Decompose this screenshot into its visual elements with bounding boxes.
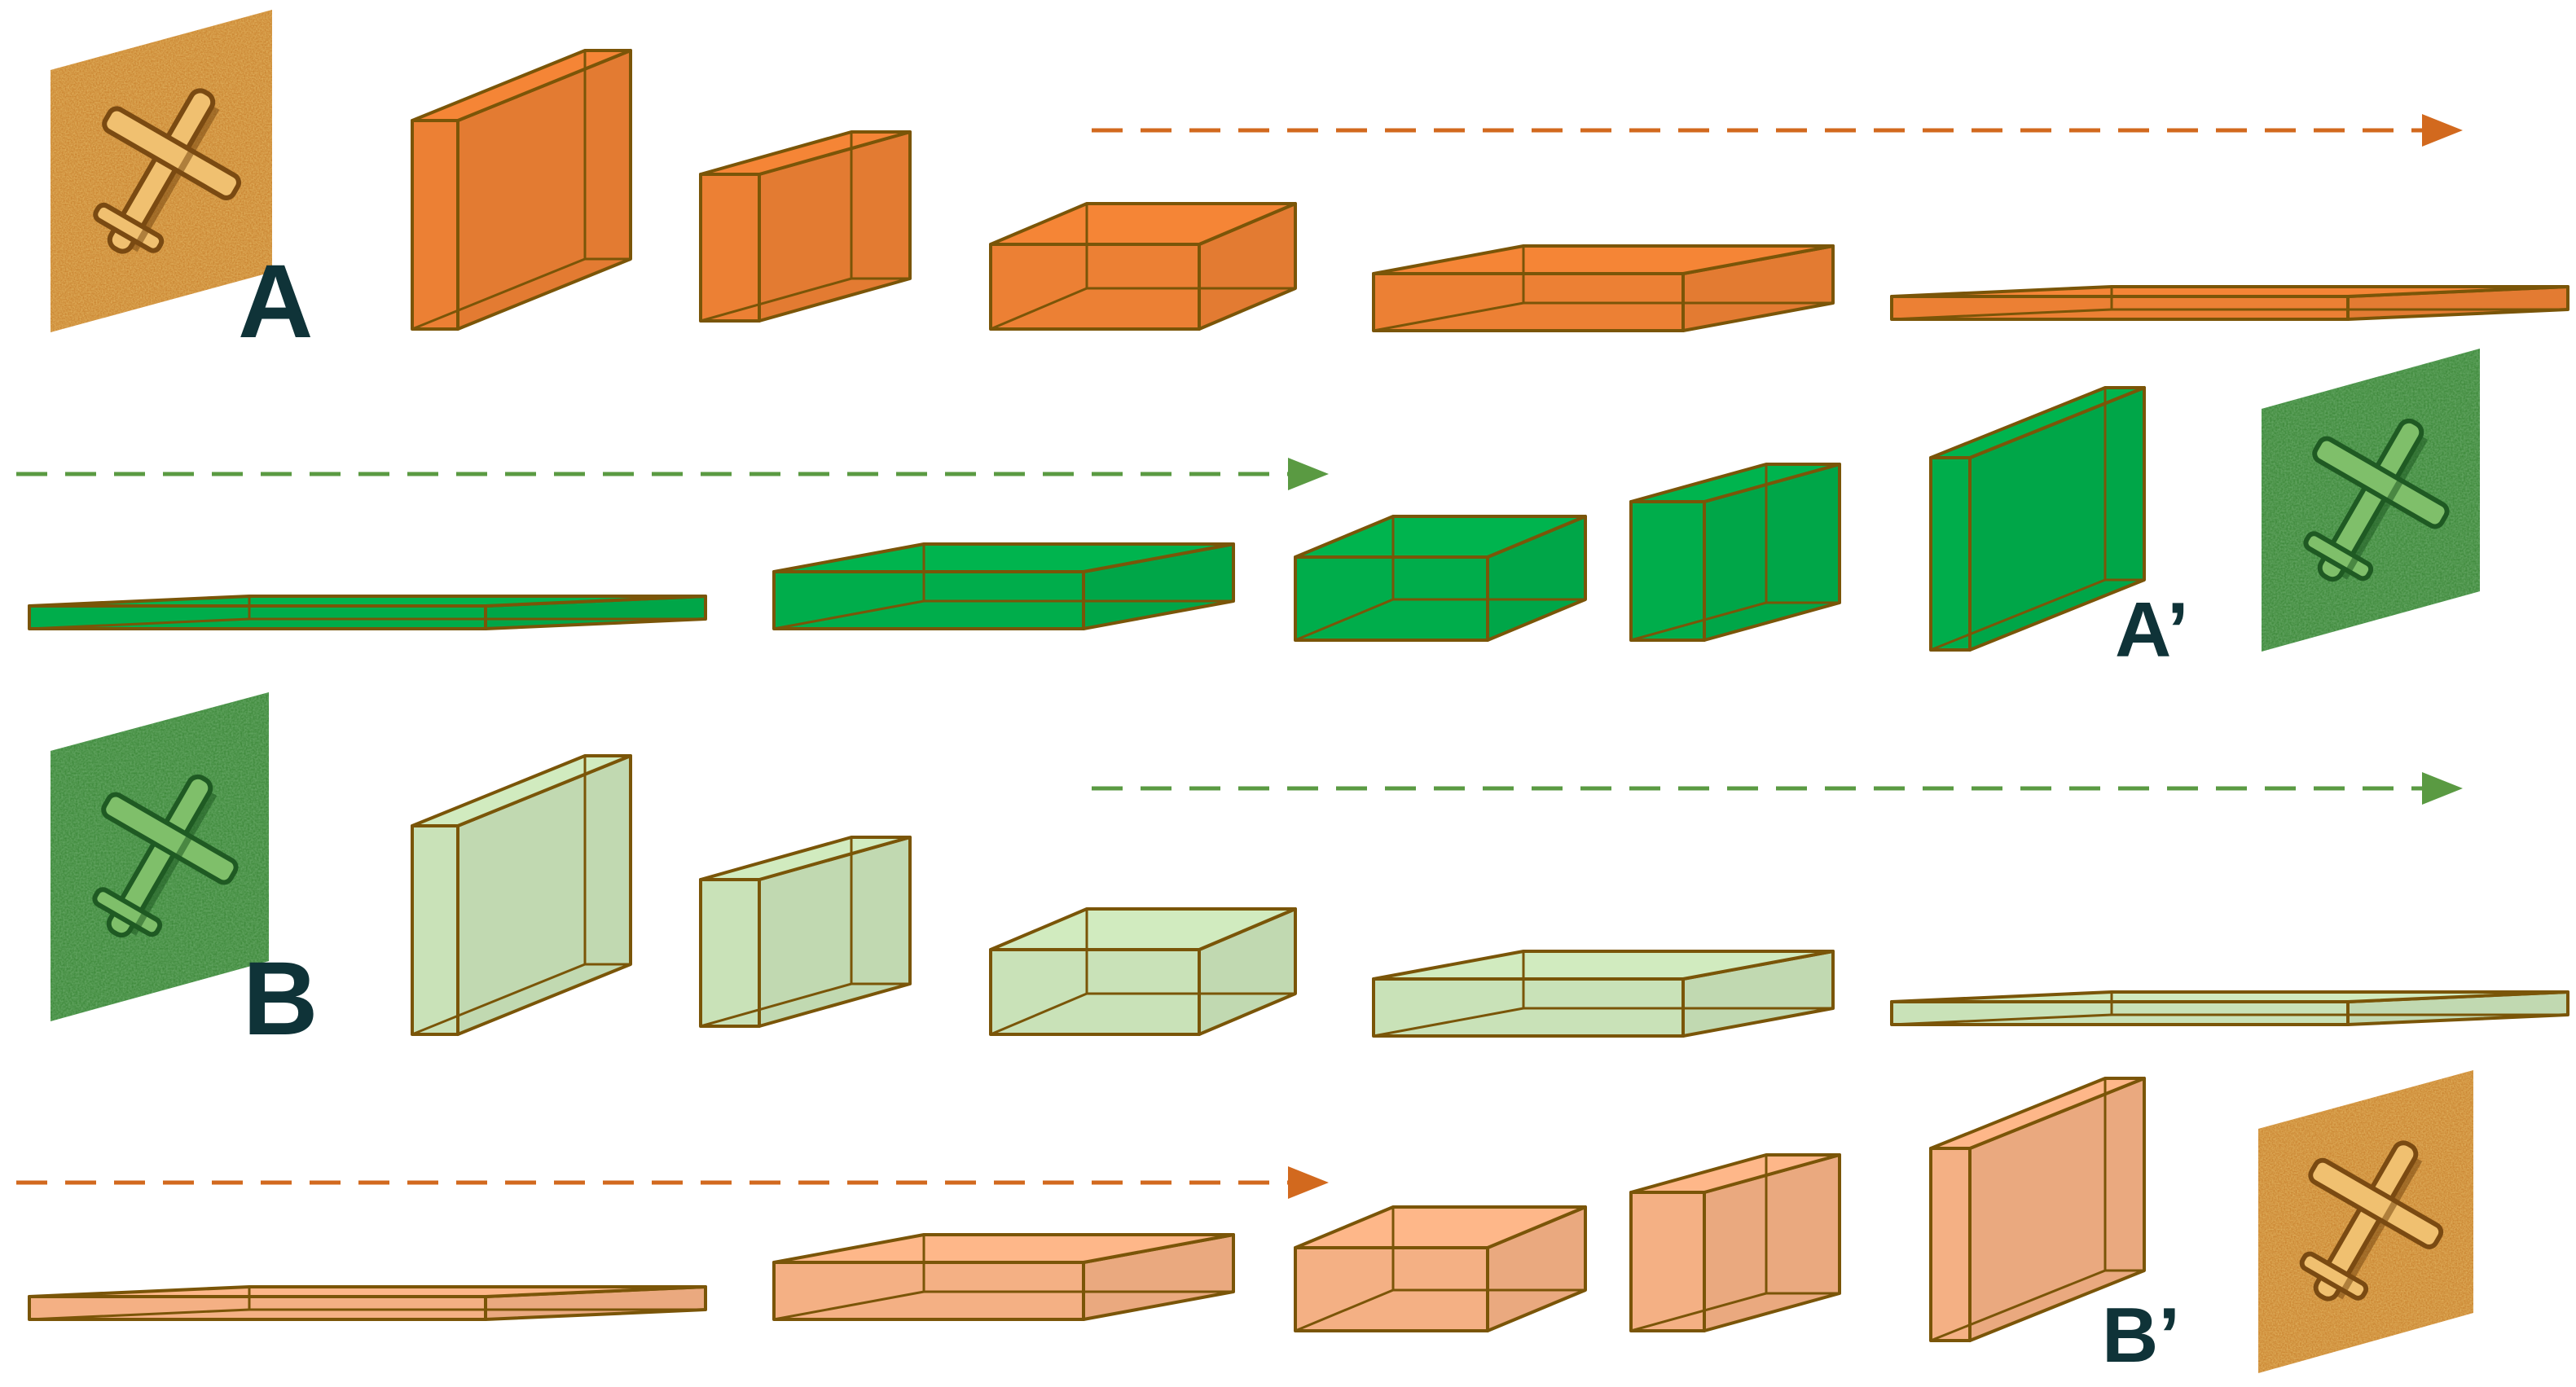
layer-block-5 [1890, 990, 2569, 1026]
image-b-prime [2258, 1070, 2473, 1373]
layer-block-1 [28, 1285, 707, 1321]
layer-front-face [411, 824, 459, 1036]
layer-front-face [411, 119, 459, 331]
image-a [51, 10, 272, 332]
layer-block-3 [1294, 515, 1587, 642]
layer-front-face [1629, 1191, 1706, 1332]
layer-block-1 [28, 595, 707, 630]
row-b-decoder [16, 1077, 2146, 1342]
layer-block-3 [989, 907, 1297, 1036]
airplane-icon [93, 88, 242, 254]
layer-block-4 [1629, 1153, 1841, 1332]
airplane-icon [2299, 1140, 2444, 1301]
layer-block-4 [1372, 244, 1835, 332]
label-a: A [238, 244, 313, 360]
airplane-icon [2303, 418, 2450, 582]
layer-block-5 [1929, 386, 2146, 652]
image-a-prime [2262, 349, 2480, 652]
layer-front-face [1929, 1147, 1972, 1342]
layer-front-face [699, 878, 761, 1028]
layer-block-5 [1929, 1077, 2146, 1342]
airplane-icon [92, 774, 239, 938]
layer-block-1 [411, 49, 632, 331]
layer-block-3 [1294, 1205, 1587, 1332]
layer-block-4 [1372, 950, 1835, 1038]
layer-block-5 [1890, 285, 2569, 321]
layer-front-face [699, 173, 761, 323]
layer-block-2 [699, 130, 912, 323]
layer-block-1 [411, 754, 632, 1036]
label-a-prime: A’ [2115, 586, 2189, 674]
image-b [51, 692, 269, 1021]
layer-block-3 [989, 202, 1297, 331]
row-a-encoder [411, 49, 2569, 332]
layer-block-2 [699, 836, 912, 1028]
label-b-prime: B’ [2102, 1292, 2180, 1379]
layer-block-2 [772, 1233, 1235, 1321]
row-b-encoder [411, 754, 2569, 1038]
layer-front-face [1629, 500, 1706, 642]
row-a-decoder [16, 386, 2146, 652]
layer-block-2 [772, 542, 1235, 630]
label-b: B [243, 941, 318, 1057]
layer-block-4 [1629, 463, 1841, 642]
layer-front-face [1929, 456, 1972, 652]
